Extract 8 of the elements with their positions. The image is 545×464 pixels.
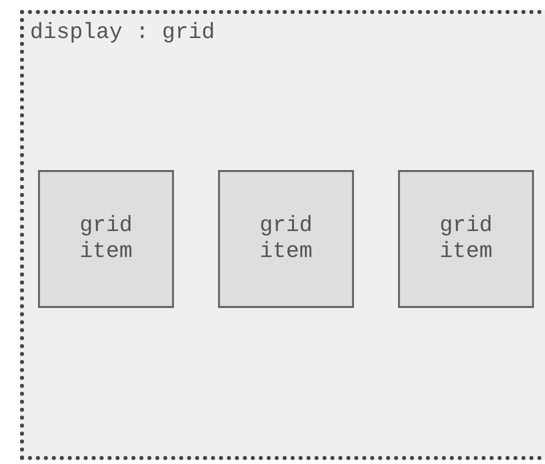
grid-item-box	[398, 170, 534, 308]
item-label: grid item	[260, 213, 312, 265]
item-label: grid item	[80, 213, 132, 265]
grid-item-box	[38, 170, 174, 308]
container-label: display : grid	[30, 20, 215, 46]
grid-container	[20, 10, 545, 460]
grid-item-box	[218, 170, 354, 308]
item-label: grid item	[440, 213, 492, 265]
